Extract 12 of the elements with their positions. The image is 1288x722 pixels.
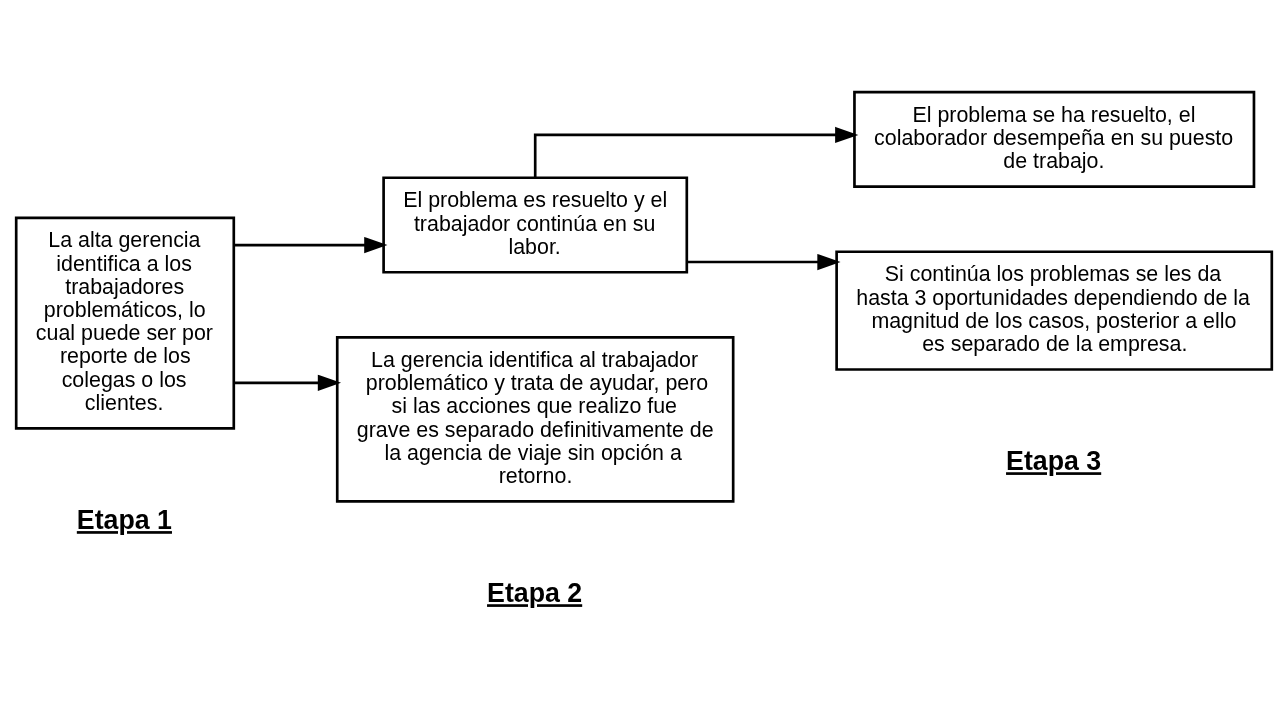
node-box: El problema es resuelto y el trabajador continúa en su labor. (382, 176, 689, 274)
node-box: La gerencia identifica al trabajador problemático y trata de ayudar, pero si las acciones que realizo fue grave es separado definitivamente de la agencia de viaje sin opción a retorno. (335, 336, 735, 503)
node-box: La alta gerencia identifica a los trabajadores problemáticos, lo cual puede ser por reporte de los colegas o los clientes. (14, 216, 236, 430)
label: Etapa 3 (1006, 446, 1102, 477)
arrow (233, 374, 342, 391)
label: Etapa 1 (76, 505, 172, 536)
arrow (687, 253, 841, 271)
arrow (533, 126, 859, 178)
node-box: El problema se ha resuelto, el colaborador desempeña en su puesto de trabajo. (853, 90, 1256, 188)
arrow (233, 236, 388, 254)
node-box: Si continúa los problemas se les da hasta 3 oportunidades dependiendo de la magnitud de los casos, posterior a ello es separado de la empresa. (835, 250, 1274, 371)
label: Etapa 2 (487, 578, 583, 609)
